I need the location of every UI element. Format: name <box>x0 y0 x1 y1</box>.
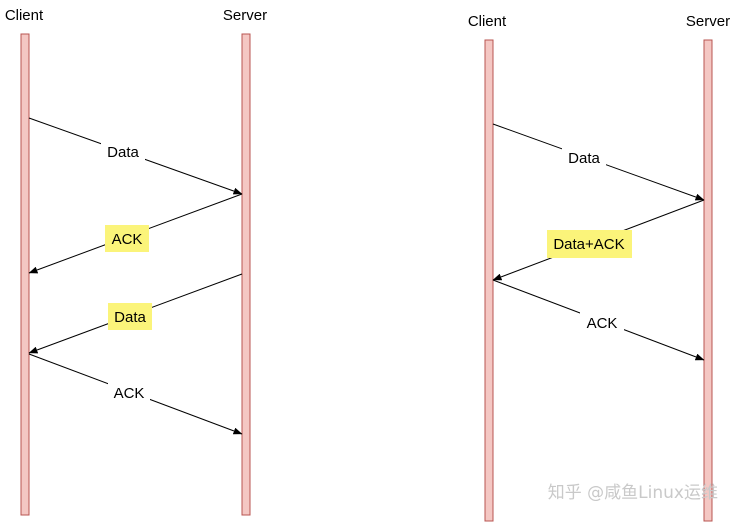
message-data-1: Data <box>28 117 243 195</box>
message-label: Data <box>114 309 146 326</box>
message-data-2: Data <box>28 273 243 354</box>
message-label: ACK <box>587 315 618 332</box>
message-data: Data <box>492 123 705 201</box>
diagram-right: Client Server Data Data+ACK ACK <box>468 13 730 522</box>
message-ack-1: ACK <box>28 193 243 274</box>
watermark-text: 知乎 @咸鱼Linux运维 <box>548 483 718 503</box>
message-label: ACK <box>112 231 143 248</box>
label-background <box>580 311 624 333</box>
server-lifeline <box>241 33 251 516</box>
message-label: ACK <box>114 385 145 402</box>
diagram-left: Client Server Data ACK Data ACK <box>5 7 267 516</box>
message-ack-2: ACK <box>28 353 243 435</box>
label-background <box>562 146 606 168</box>
label-highlight <box>547 230 632 258</box>
message-label: Data+ACK <box>553 236 624 253</box>
message-label: Data <box>568 150 600 167</box>
message-data-ack: Data+ACK <box>492 199 705 281</box>
message-ack: ACK <box>492 279 705 361</box>
label-highlight <box>108 303 152 330</box>
server-lifeline <box>703 39 713 522</box>
server-title: Server <box>686 13 730 30</box>
label-background <box>101 140 145 162</box>
client-title: Client <box>468 13 507 30</box>
client-lifeline <box>20 33 30 516</box>
label-highlight <box>105 225 149 252</box>
client-title: Client <box>5 7 44 24</box>
server-title: Server <box>223 7 267 24</box>
message-label: Data <box>107 144 139 161</box>
label-background <box>108 381 150 403</box>
client-lifeline <box>484 39 494 522</box>
